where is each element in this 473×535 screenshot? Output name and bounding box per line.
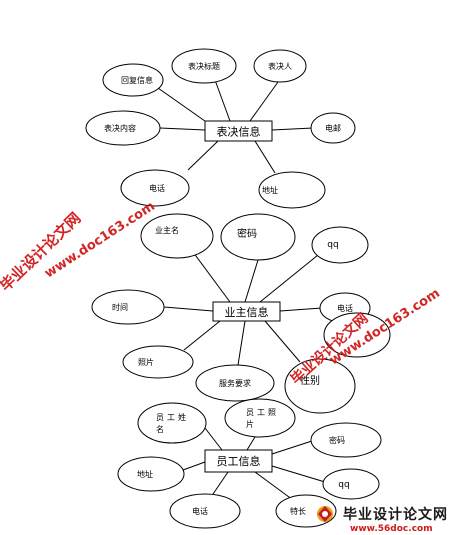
attribute-ellipse (171, 48, 237, 84)
attribute-label: 电话 (337, 303, 353, 313)
label-line-1: 员工姓 (156, 412, 189, 422)
attribute-label: 照片 (138, 357, 154, 367)
attribute-ellipse (258, 171, 326, 209)
attribute-label: 回复信息 (121, 75, 153, 85)
attribute-label: 电邮 (325, 123, 341, 133)
attribute-label: 电话 (192, 506, 208, 516)
footer-watermark: 毕业设计论文网 www.56doc.com (317, 506, 448, 534)
attribute-ellipse (310, 112, 356, 144)
attribute-ellipse (91, 289, 165, 325)
attribute-label: 表决内容 (104, 123, 136, 133)
attribute-ellipse (195, 364, 275, 402)
attribute-ellipse (117, 456, 185, 492)
attribute-ellipse (122, 345, 194, 379)
attribute-ellipse (85, 110, 161, 146)
attribute-ellipse (169, 493, 241, 529)
attribute-ellipse (120, 169, 190, 207)
footer-url: www.56doc.com (350, 524, 433, 534)
attribute-label: 性别 (300, 374, 320, 387)
attribute-label: 员工照 片 (246, 408, 285, 429)
attribute-label: 地址 (262, 185, 278, 195)
footer-brand: 毕业设计论文网 (343, 506, 448, 523)
attribute-ellipse (284, 358, 356, 414)
entity-label: 员工信息 (217, 454, 261, 468)
attribute-ellipse (323, 312, 391, 358)
entity-staff: 员工信息 员工姓 名 员工照 片 密码 地址 qq 电话 特长 (117, 398, 382, 529)
attribute-label: 时间 (112, 302, 128, 312)
attribute-label: 地址 (137, 469, 153, 479)
entity-label: 表决信息 (217, 125, 261, 139)
attribute-label: 业主名 (155, 225, 179, 235)
attribute-ellipse (137, 402, 207, 444)
footer-logo-icon (317, 506, 333, 522)
attribute-ellipse (310, 422, 382, 458)
attribute-label: 表决标题 (188, 61, 220, 71)
attribute-ellipse (140, 213, 214, 259)
attribute-ellipse (220, 213, 296, 261)
attribute-label: 特长 (290, 506, 306, 516)
attribute-label: 服务要求 (219, 378, 251, 388)
attribute-ellipse (311, 226, 369, 264)
attribute-label: qq (338, 480, 349, 490)
entity-vote: 表决信息 回复信息 表决标题 表决人 表决内容 电邮 电话 地址 (85, 48, 356, 209)
attribute-label: qq (327, 240, 338, 250)
attribute-label: 表决人 (268, 61, 292, 71)
attribute-ellipse (253, 49, 307, 83)
label-line-1: 员工照 (246, 408, 279, 417)
attribute-label: 员工姓 名 (156, 412, 195, 434)
attribute-ellipse (102, 63, 164, 97)
entity-box (212, 301, 281, 322)
entity-label: 业主信息 (225, 305, 269, 319)
attribute-label: 密码 (237, 227, 257, 240)
entity-box (204, 449, 273, 473)
label-line-2: 名 (156, 424, 167, 434)
label-line-2: 片 (246, 419, 257, 429)
attribute-ellipse (322, 468, 380, 500)
attribute-label: 密码 (329, 435, 345, 445)
entity-box (204, 120, 273, 142)
watermark-layer: 毕业设计论文网 www.doc163.com 毕业设计论文网 www.doc16… (0, 199, 443, 388)
connector-lines (157, 79, 326, 501)
attribute-label: 电话 (149, 183, 165, 193)
entity-owner: 业主信息 业主名 密码 qq 时间 电话 照片 服务要求 性别 (91, 213, 391, 414)
attribute-ellipse (224, 398, 296, 438)
